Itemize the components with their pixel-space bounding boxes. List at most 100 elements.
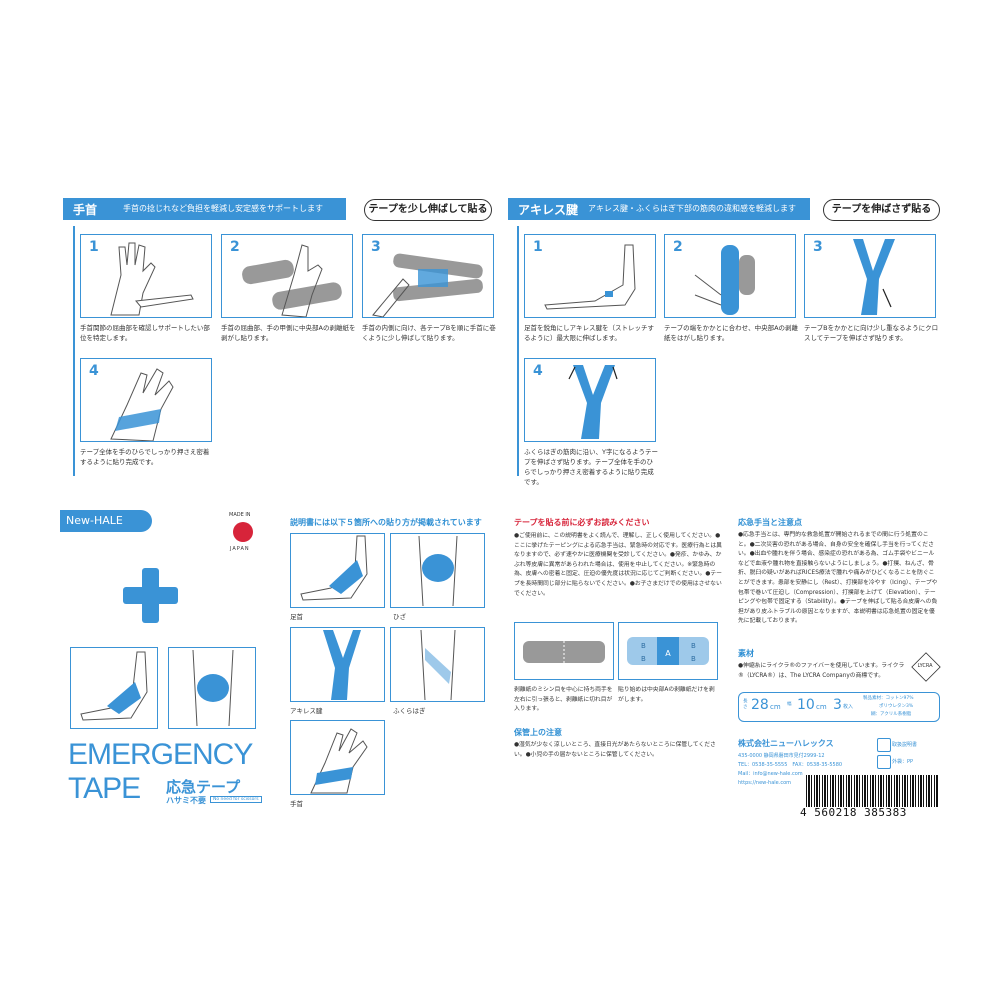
recycle-label-2: 外袋：PP xyxy=(892,759,914,765)
notice-body: ●ご使用前に、この説明書をよく読んで、理解し、正しく使用してください。●ここに挙… xyxy=(514,533,722,597)
usage-label-ankle: 足首 xyxy=(290,613,303,621)
achilles-step-1-caption: 足首を鋭角にしアキレス腱を（ストレッチするように）最大限に伸ばします。 xyxy=(524,324,654,342)
size-length-unit: cm xyxy=(770,703,781,711)
brand-illustration-knee xyxy=(168,647,256,729)
usage-wrist xyxy=(290,720,385,795)
achilles-step-1-illustration xyxy=(544,244,636,310)
made-in-label: MADE IN xyxy=(229,512,251,518)
size-width: 10 xyxy=(797,697,815,713)
size-box: 長さ 28 cm 幅 10 cm 3 枚入 製品素材：コットン97% ポリウレタ… xyxy=(738,692,940,722)
firstaid-heading: 応急手当と注意点 xyxy=(738,518,802,527)
usage-label-knee: ひざ xyxy=(393,613,406,621)
brand-illustration-ankle xyxy=(70,647,158,729)
step-number: 4 xyxy=(89,363,99,379)
spec-line-1: 製品素材：コットン97% xyxy=(863,696,914,701)
wrist-step-1-illustration xyxy=(110,242,194,316)
spec-line-2: ポリウレタン3% xyxy=(879,704,914,709)
wrist-title: 手首 xyxy=(73,203,98,217)
brand-logo: New-HALE xyxy=(60,510,152,532)
usage-heading: 説明書には以下５箇所への貼り方が掲載されています xyxy=(290,518,482,527)
achilles-step-2: 2 xyxy=(664,234,796,318)
barcode xyxy=(806,775,938,807)
storage-body: ●湿気が少なく涼しいところ、直接日光があたらないところに保管してください。●小児… xyxy=(514,742,716,758)
achilles-step-2-illustration xyxy=(694,245,755,315)
step-number: 4 xyxy=(533,363,543,379)
achilles-step-3-illustration xyxy=(853,239,895,315)
achilles-step-2-caption: テープの端をかかとに合わせ、中央部Aの剥離紙をはがし貼ります。 xyxy=(664,324,799,342)
storage-heading: 保管上の注意 xyxy=(514,728,562,737)
achilles-instruction: テープを伸ばさず貼る xyxy=(823,199,940,221)
svg-text:A: A xyxy=(665,649,671,658)
recycle-icon-2 xyxy=(877,755,891,769)
step-number: 1 xyxy=(89,239,99,255)
usage-label-wrist: 手首 xyxy=(290,800,303,808)
usage-knee xyxy=(390,533,485,608)
achilles-step-1: 1 xyxy=(524,234,656,318)
no-scissors-en-label: No need for scissors xyxy=(210,796,262,803)
notice-heading: テープを貼る前に必ずお読みください xyxy=(514,518,650,527)
wrist-step-2: 2 xyxy=(221,234,353,318)
wrist-subtitle: 手首の捻じれなど負担を軽減し安定感をサポートします xyxy=(123,204,323,213)
wrist-step-3-caption: 手首の内側に向け、各テープBを順に手首に巻くように少し伸ばして貼ります。 xyxy=(362,324,496,342)
material-body: ●伸縮糸にライクラ®のファイバーを使用しています。ライクラ®（LYCRA®）は、… xyxy=(738,663,905,679)
product-title-line2: TAPE xyxy=(68,772,141,805)
company-url: https://new-hale.com xyxy=(738,780,792,786)
recycle-icon-1 xyxy=(877,738,891,752)
spec-line-3: 糊：アクリル系樹脂 xyxy=(871,712,912,717)
japan-flag-circle xyxy=(233,522,253,542)
achilles-header-bar: アキレス腱 アキレス腱・ふくらはぎ下部の筋肉の違和感を軽減します xyxy=(508,198,810,220)
company-address: 435-0000 静岡県磐田市見付2999-12 xyxy=(738,753,825,759)
achilles-step-4-illustration xyxy=(568,365,618,439)
size-qty: 3 xyxy=(833,697,842,713)
wrist-step-2-caption: 手首の屈曲部、手の甲側に中央部Aの剥離紙を剥がし貼ります。 xyxy=(221,324,356,342)
achilles-title: アキレス腱 xyxy=(518,203,579,217)
size-length-label: 長さ xyxy=(743,699,748,710)
cross-icon xyxy=(123,568,178,623)
achilles-divider-line xyxy=(517,226,519,476)
step-number: 2 xyxy=(230,239,240,255)
no-scissors-label: ハサミ不要 xyxy=(166,796,206,805)
step-number: 1 xyxy=(533,239,543,255)
achilles-step-4-caption: ふくらはぎの筋肉に沿い、Y字になるようテープを伸ばさず貼ります。テープ全体を手の… xyxy=(524,448,658,486)
wrist-step-2-illustration xyxy=(242,244,342,317)
wrist-header-bar: 手首 手首の捻じれなど負担を軽減し安定感をサポートします xyxy=(63,198,346,220)
notice-caption-right: 貼り始めは中央部Aの剥離紙だけを剥がします。 xyxy=(618,687,715,703)
step-number: 2 xyxy=(673,239,683,255)
achilles-step-3: 3 xyxy=(804,234,936,318)
usage-ankle xyxy=(290,533,385,608)
achilles-subtitle: アキレス腱・ふくらはぎ下部の筋肉の違和感を軽減します xyxy=(588,204,796,213)
firstaid-body: ●応急手当とは、専門的な救急処置が開始されるまでの間に行う処置のこと。●二次災害… xyxy=(738,532,938,625)
barcode-number: 4 560218 385383 xyxy=(800,806,907,819)
svg-text:B: B xyxy=(691,642,696,650)
notice-caption-left: 剥離紙のミシン目を中心に持ち両手を左右に引っ張ると、剥離紙に切れ目が入ります。 xyxy=(514,687,613,713)
wrist-step-3: 3 xyxy=(362,234,494,318)
achilles-step-3-caption: テープBをかかとに向け少し重なるようにクロスしてテープを伸ばさず貼ります。 xyxy=(804,324,939,342)
svg-text:B: B xyxy=(641,642,646,650)
svg-text:B: B xyxy=(641,655,646,663)
usage-calf xyxy=(390,627,485,702)
material-heading: 素材 xyxy=(738,649,754,658)
wrist-divider-line xyxy=(73,226,75,476)
product-title-jp: 応急テープ xyxy=(166,778,241,796)
usage-label-calf: ふくらはぎ xyxy=(393,707,426,715)
japan-label: JAPAN xyxy=(230,546,250,552)
company-tel: TEL：0538-35-5555 FAX：0538-35-5580 xyxy=(738,762,843,768)
achilles-step-4: 4 xyxy=(524,358,656,442)
wrist-step-1-caption: 手首関節の屈曲部を確認しサポートしたい部位を特定します。 xyxy=(80,324,210,342)
company-name: 株式会社ニューハレックス xyxy=(738,739,834,748)
brand-logo-text: New-HALE xyxy=(66,514,123,527)
size-qty-unit: 枚入 xyxy=(843,704,854,710)
wrist-step-4: 4 xyxy=(80,358,212,442)
size-length: 28 xyxy=(751,697,769,713)
notice-illustration-tape: A B B B B xyxy=(618,622,718,680)
size-width-unit: cm xyxy=(816,703,827,711)
usage-label-achilles: アキレス腱 xyxy=(290,707,323,715)
product-title-line1: EMERGENCY xyxy=(68,738,253,771)
wrist-instruction: テープを少し伸ばして貼る xyxy=(364,199,492,221)
notice-illustration-peel xyxy=(514,622,614,680)
wrist-step-4-illustration xyxy=(110,368,174,441)
svg-text:B: B xyxy=(691,655,696,663)
recycle-label-1: 取扱説明書 xyxy=(892,742,918,748)
company-mail: Mail：info@new-hale.com xyxy=(738,771,803,777)
size-width-label: 幅 xyxy=(787,702,792,707)
